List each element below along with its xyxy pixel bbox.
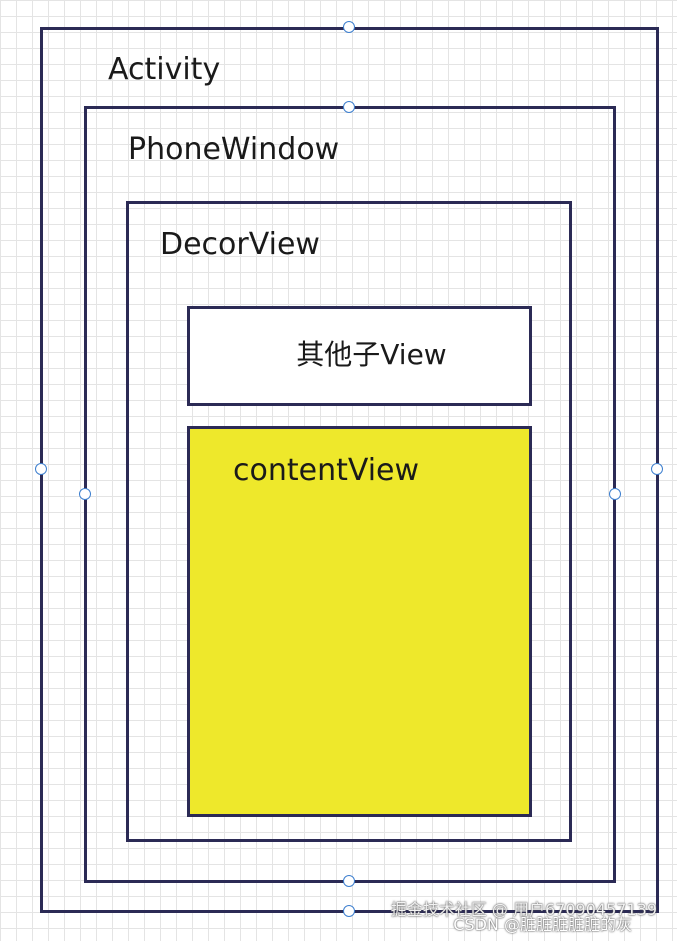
resize-handle-phonewindow-top[interactable] xyxy=(343,101,355,113)
resize-handle-activity-top[interactable] xyxy=(343,21,355,33)
phonewindow-label: PhoneWindow xyxy=(128,132,340,167)
other-child-view-box xyxy=(187,306,532,406)
resize-handle-phonewindow-left[interactable] xyxy=(79,488,91,500)
resize-handle-activity-left[interactable] xyxy=(35,463,47,475)
resize-handle-phonewindow-bottom[interactable] xyxy=(343,875,355,887)
content-view-label: contentView xyxy=(233,453,420,488)
decorview-label: DecorView xyxy=(160,227,320,262)
resize-handle-activity-right[interactable] xyxy=(651,463,663,475)
content-view-box xyxy=(187,426,532,817)
watermark-juejin: 掘金技术社区 @ 用户67090457139 xyxy=(390,900,657,919)
watermark-csdn: CSDN @脏脏脏脏脏的灰 xyxy=(453,915,632,934)
decorview-box xyxy=(126,201,572,842)
other-child-view-label: 其他子View xyxy=(296,338,447,371)
resize-handle-activity-bottom[interactable] xyxy=(343,905,355,917)
resize-handle-phonewindow-right[interactable] xyxy=(609,488,621,500)
activity-label: Activity xyxy=(108,52,221,87)
